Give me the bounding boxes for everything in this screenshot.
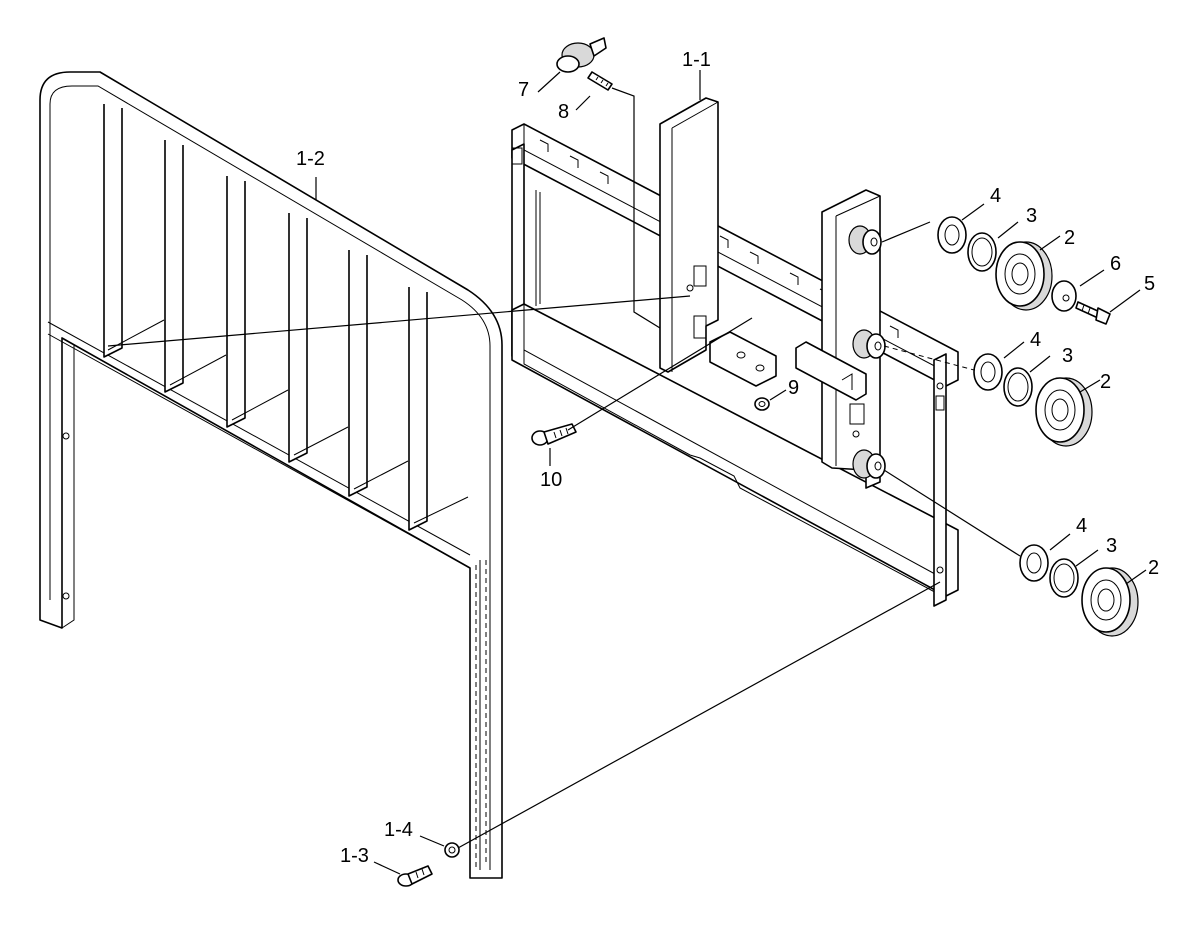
- callout-1-3: 1-3: [340, 845, 369, 867]
- side-plate: [821, 189, 881, 489]
- carriage-roller-upper: [848, 225, 882, 255]
- washer-4-lower: [1019, 544, 1049, 582]
- callout-4-lower: 4: [1076, 515, 1087, 537]
- part-9-nut: [754, 397, 770, 411]
- part-7-nut: [556, 37, 607, 73]
- callout-10: 10: [540, 469, 562, 491]
- callout-8: 8: [558, 101, 569, 123]
- callout-6: 6: [1110, 253, 1121, 275]
- callout-1-2: 1-2: [296, 148, 325, 170]
- spacer-3-middle: [1003, 367, 1033, 407]
- callout-2-upper: 2: [1064, 227, 1075, 249]
- part-1-4-washer: [444, 842, 460, 858]
- load-backrest: [39, 71, 503, 879]
- bearing-2-lower: [1081, 567, 1139, 637]
- bearing-2-middle: [1035, 377, 1093, 447]
- callout-1-4: 1-4: [384, 819, 413, 841]
- callout-4-middle: 4: [1030, 329, 1041, 351]
- part-10-cap-screw: [531, 423, 577, 446]
- part-8-bolt: [587, 71, 613, 91]
- carriage-roller-middle: [852, 329, 886, 359]
- spacer-3-upper: [967, 232, 997, 272]
- callout-2-lower: 2: [1148, 557, 1159, 579]
- spacer-3-lower: [1049, 558, 1079, 598]
- callout-1-1: 1-1: [682, 49, 711, 71]
- part-1-3-bolt: [397, 865, 433, 887]
- callout-4-upper: 4: [990, 185, 1001, 207]
- callout-3-lower: 3: [1106, 535, 1117, 557]
- callout-7: 7: [518, 79, 529, 101]
- callout-9: 9: [788, 377, 799, 399]
- callout-labels: 1-1 1-2 1-3 1-4 2 2 2 3 3 3 4 4 4 5 6 7 …: [296, 49, 1159, 867]
- part-6-washer: [1051, 280, 1077, 312]
- hanger-plate-1-1: [659, 97, 719, 373]
- carriage-roller-lower: [852, 449, 886, 479]
- callout-3-upper: 3: [1026, 205, 1037, 227]
- callout-leaders: [315, 70, 1147, 875]
- washer-4-upper: [937, 216, 967, 254]
- callout-3-middle: 3: [1062, 345, 1073, 367]
- callout-2-middle: 2: [1100, 371, 1111, 393]
- callout-5: 5: [1144, 273, 1155, 295]
- bearing-2-upper: [995, 241, 1053, 311]
- assembly-lines: [107, 87, 1021, 849]
- part-5-screw: [1075, 301, 1111, 325]
- washer-4-middle: [973, 353, 1003, 391]
